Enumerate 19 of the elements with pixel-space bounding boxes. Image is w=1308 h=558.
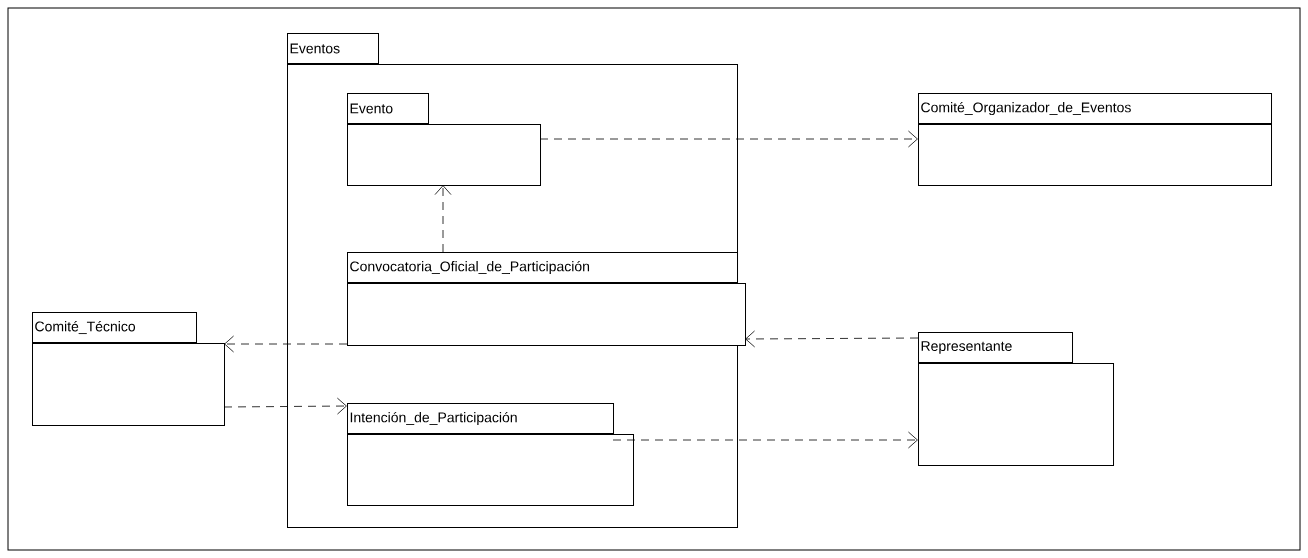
package-box: Representante (918, 332, 1114, 466)
node-label: Comité_Organizador_de_Eventos (921, 101, 1131, 116)
package-box: Convocatoria_Oficial_de_Participación (347, 252, 746, 346)
dependency-arrow (223, 397, 347, 415)
dependency-arrow (434, 185, 452, 253)
node-label: Evento (350, 103, 393, 114)
dependency-arrow (745, 330, 919, 348)
dependency-arrow (612, 431, 918, 449)
node-label: Comité_Técnico (35, 320, 136, 335)
package-box: Comité_Técnico (32, 312, 225, 426)
node-label: Intención_de_Participación (350, 411, 517, 426)
node-label: Representante (921, 341, 1012, 354)
package-box: Comité_Organizador_de_Eventos (918, 93, 1272, 186)
package-box: Intención_de_Participación (347, 403, 634, 506)
dependency-arrow (224, 335, 348, 353)
node-label: Eventos (290, 43, 340, 54)
package-box: Evento (347, 93, 541, 186)
node-label: Convocatoria_Oficial_de_Participación (350, 260, 590, 275)
dependency-arrow (539, 130, 918, 148)
